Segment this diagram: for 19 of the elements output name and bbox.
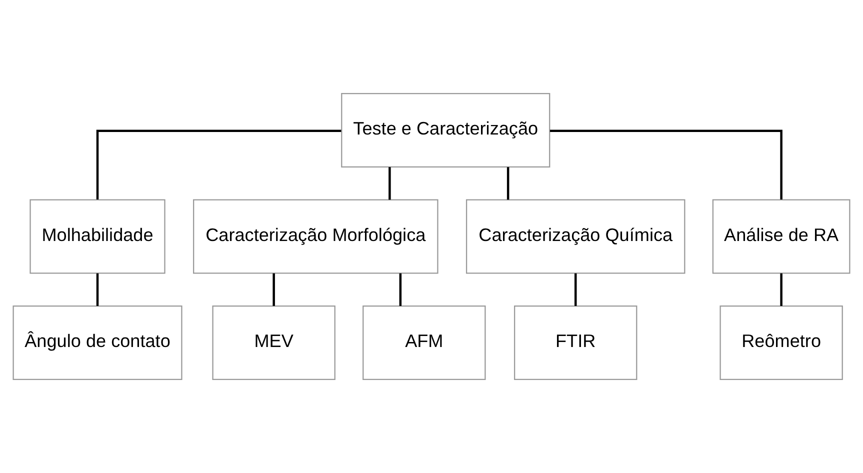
node-box: Molhabilidade [30, 199, 166, 274]
connector [272, 273, 275, 306]
node-box: Teste e Caracterização [341, 92, 550, 168]
connector [399, 273, 402, 306]
node-box: Caracterização Morfológica [193, 199, 438, 274]
node-box: Reômetro [720, 305, 843, 380]
connector [574, 273, 577, 306]
node-box: Análise de RA [712, 199, 850, 274]
connector [96, 130, 342, 200]
node-box: Caracterização Química [466, 199, 686, 274]
connector [506, 167, 510, 200]
connector [550, 130, 782, 200]
connector [96, 273, 99, 306]
node-box: Ângulo de contato [12, 305, 182, 380]
node-box: MEV [212, 305, 336, 380]
node-box: AFM [362, 305, 486, 380]
connector [388, 167, 391, 200]
connector [780, 273, 782, 306]
node-box: FTIR [514, 305, 638, 380]
